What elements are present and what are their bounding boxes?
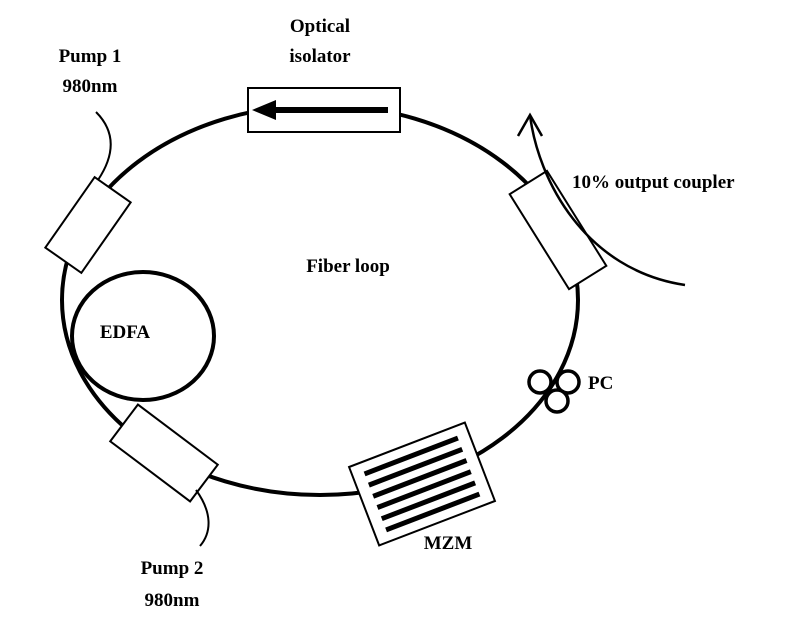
isolator-arrow-head <box>252 100 276 120</box>
coupler-label: 10% output coupler <box>572 172 735 193</box>
pc-loop-bottom <box>544 388 570 414</box>
pump2-wavelength-label: 980nm <box>145 590 200 611</box>
pump1-name-label: Pump 1 <box>59 46 122 67</box>
output-fiber-branch <box>528 114 686 287</box>
pump1-wavelength-label: 980nm <box>63 76 118 97</box>
output-arrow-icon <box>516 112 544 137</box>
pc-loop-right <box>555 369 581 395</box>
isolator-label-line2: isolator <box>289 46 351 67</box>
pump1-coupler <box>43 175 133 275</box>
pc-label: PC <box>588 373 613 394</box>
mzm-label: MZM <box>424 533 473 554</box>
pc-loop-left <box>527 369 553 395</box>
pump1-fiber-lead <box>95 111 112 181</box>
pump2-fiber-lead <box>195 489 210 547</box>
mzm-modulator <box>347 421 497 547</box>
pump2-coupler <box>108 403 220 503</box>
fiber-loop-label: Fiber loop <box>306 256 390 277</box>
isolator-label-line1: Optical <box>290 16 350 37</box>
output-coupler <box>508 169 608 291</box>
edfa-coil <box>70 270 216 402</box>
polarization-controller <box>527 369 581 414</box>
optical-isolator <box>247 87 401 133</box>
pump2-name-label: Pump 2 <box>141 558 204 579</box>
edfa-label: EDFA <box>100 322 151 343</box>
